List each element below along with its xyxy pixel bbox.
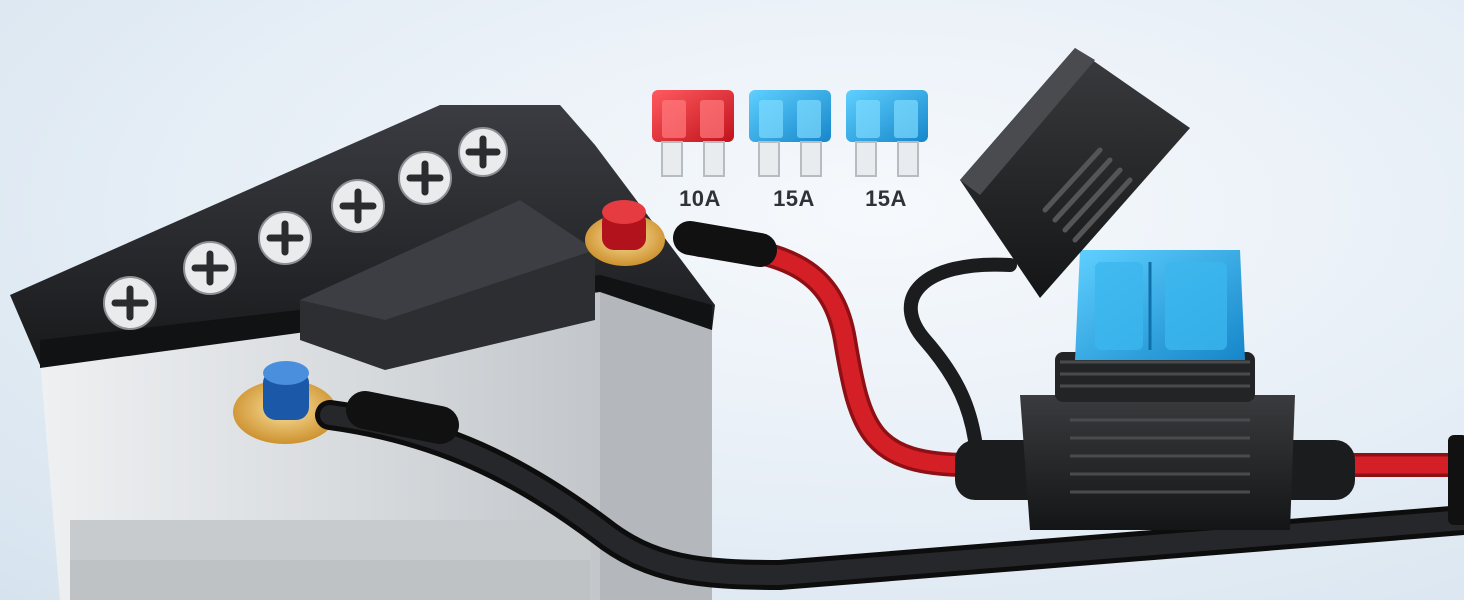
wires bbox=[315, 221, 1464, 591]
inserted-blue-fuse bbox=[1075, 250, 1245, 360]
battery-lid bbox=[10, 105, 715, 365]
fuse-label-15a-second: 15A bbox=[865, 186, 907, 211]
fuse-holder-cap bbox=[960, 48, 1190, 298]
fuse-label-10a: 10A bbox=[679, 186, 721, 211]
fuse-holder bbox=[955, 48, 1355, 530]
fuse-15a-2 bbox=[846, 90, 928, 177]
fuse-label-15a-first: 15A bbox=[773, 186, 815, 211]
cap-strap bbox=[903, 257, 1017, 447]
battery bbox=[10, 105, 715, 600]
fuse-10a bbox=[652, 90, 734, 177]
fuse-15a-1 bbox=[749, 90, 831, 177]
